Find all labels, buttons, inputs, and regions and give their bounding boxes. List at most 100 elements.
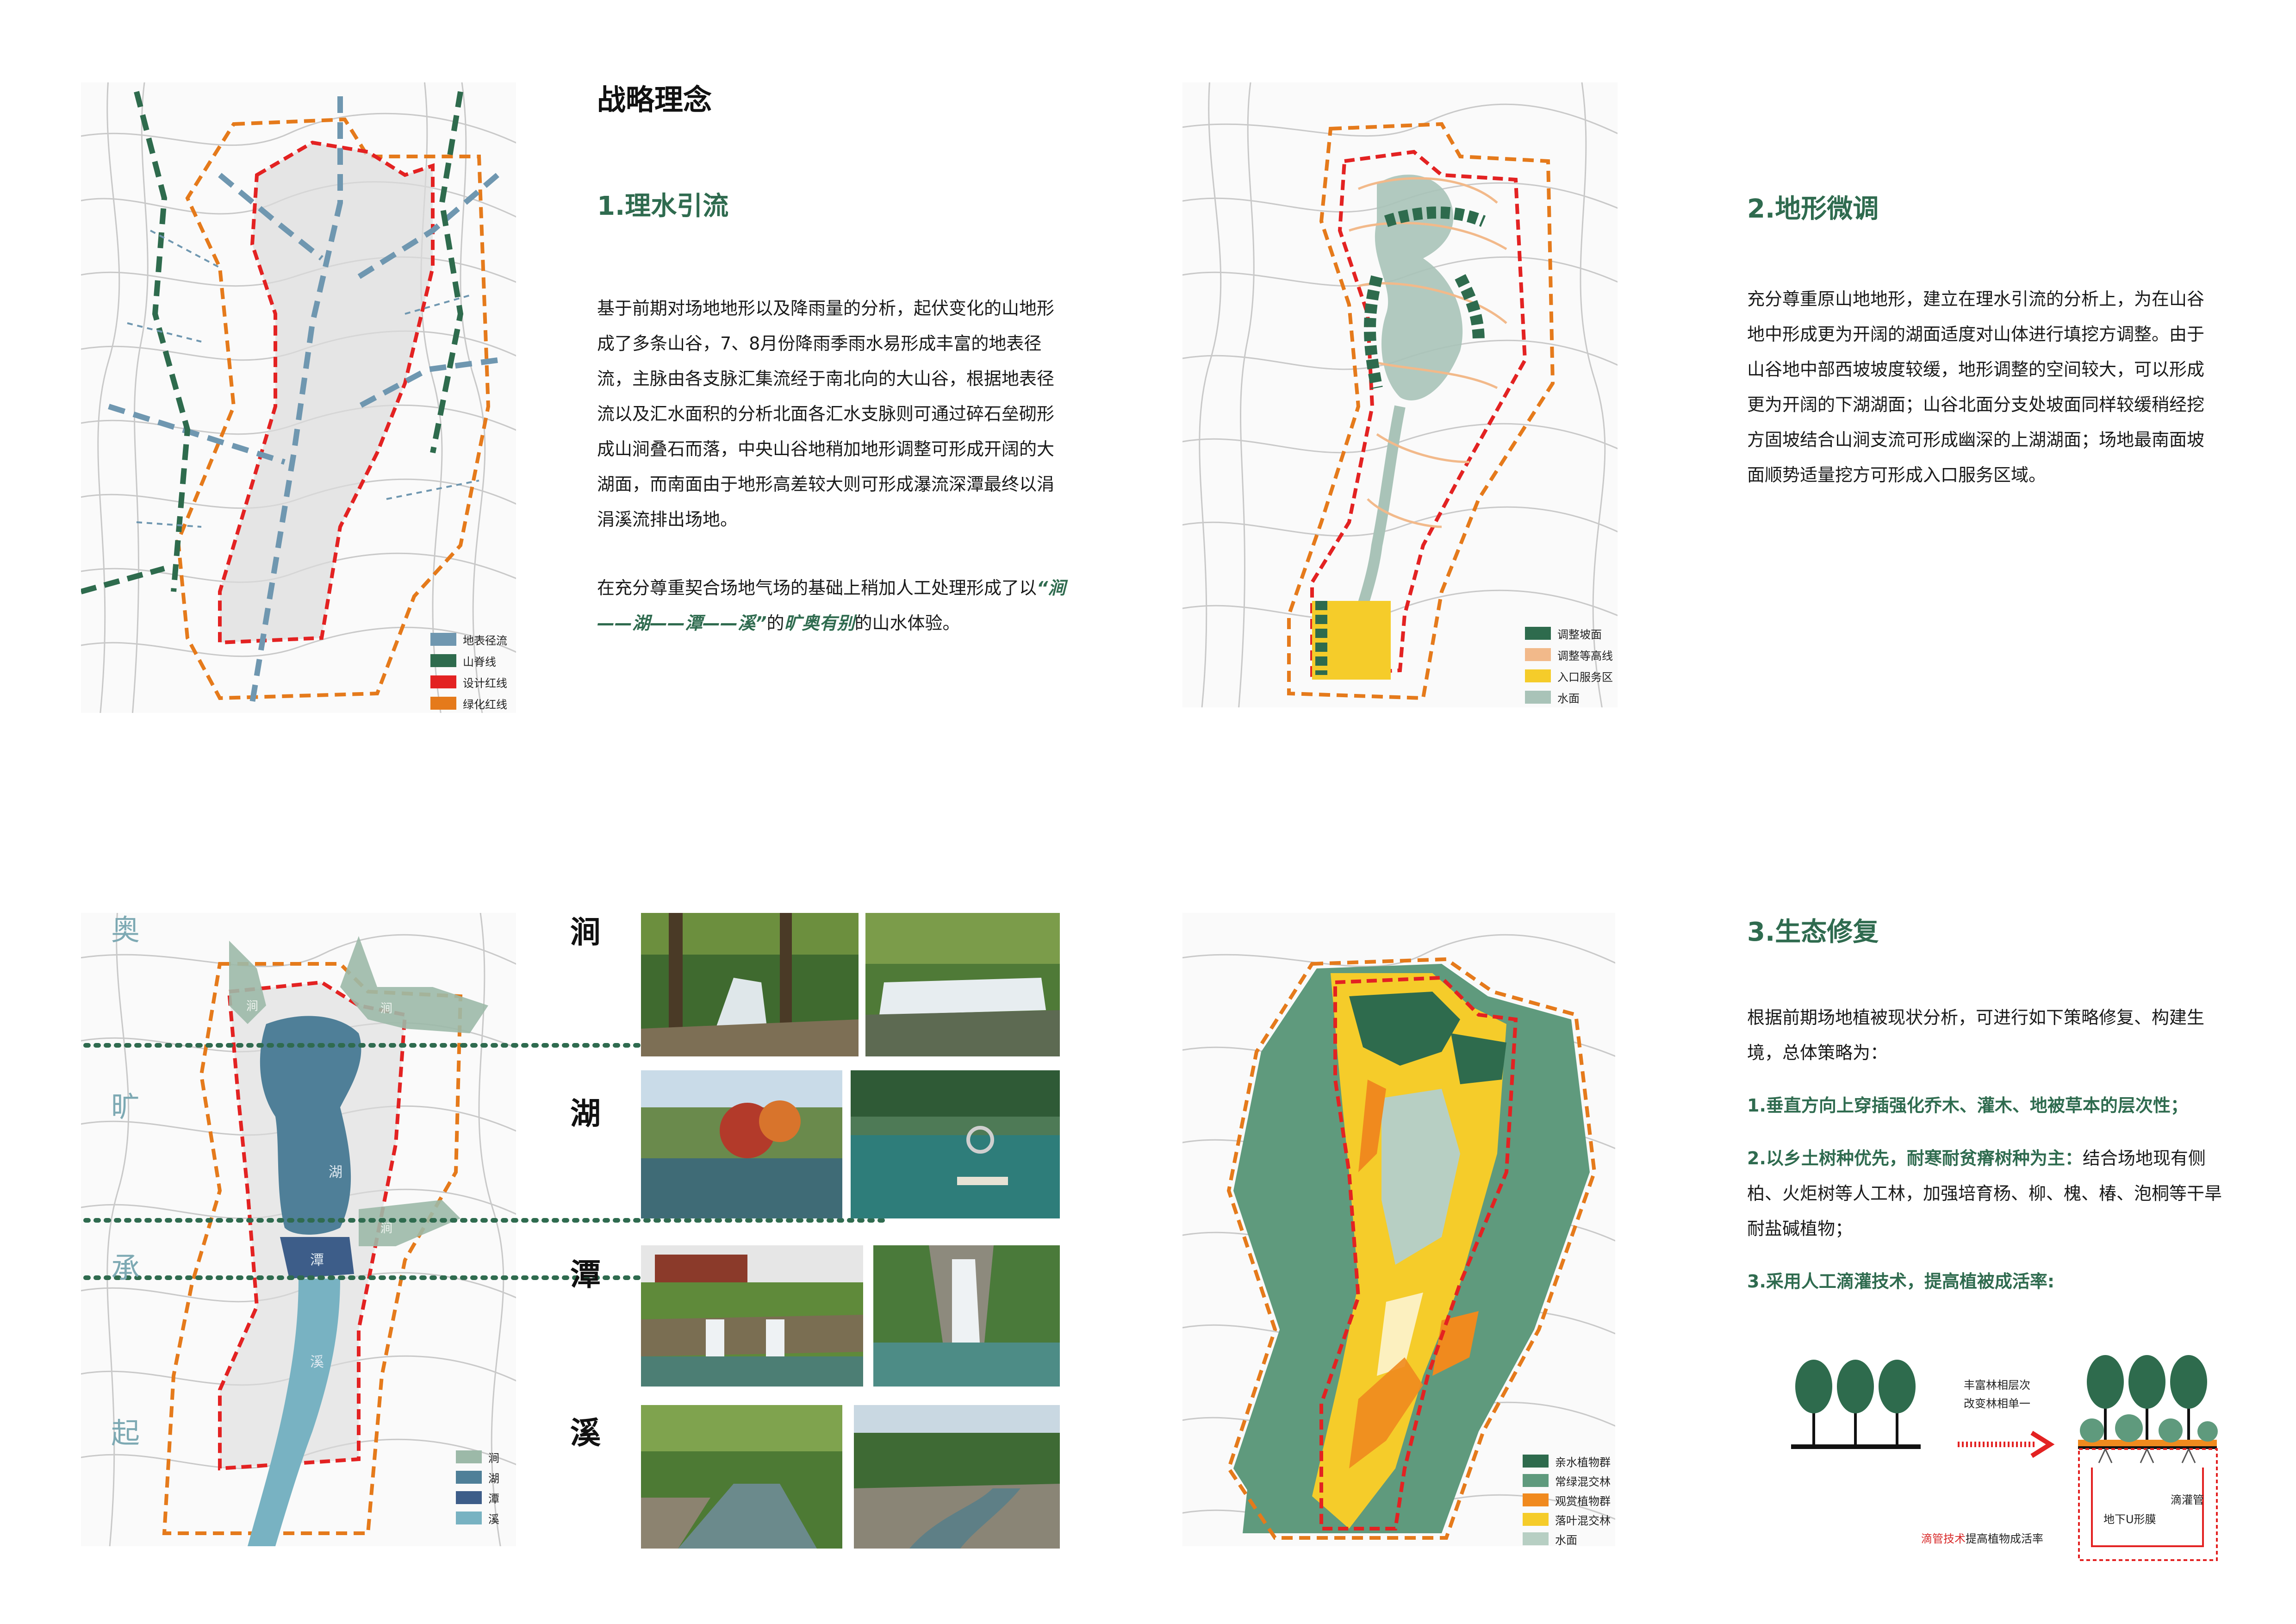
legend-water-sequence: 涧 湖 潭 溪 — [456, 1447, 499, 1528]
paragraph2-part: 在充分尊重契合场地气场的基础上稍加人工处理形成了以 — [597, 578, 1037, 598]
root-lines — [2098, 1449, 2196, 1463]
legend-swatch — [430, 633, 456, 646]
point2-rest: 结合场地现有侧柏、火炬树等人工林，加强培育杨、柳、槐、椿、泡桐等干旱耐盐碱植物； — [1747, 1148, 2222, 1239]
legend-swatch — [1525, 627, 1551, 640]
caption-red: 滴管技术 — [1921, 1532, 1966, 1545]
section1-title: 1.理水引流 — [597, 191, 729, 221]
label-lake: 湖 — [570, 1095, 601, 1131]
legend-item: 潭 — [456, 1487, 499, 1508]
section2-paragraph: 充分尊重原山地地形，建立在理水引流的分析上，为在山谷地中形成更为开阔的湖面适度对… — [1747, 289, 2205, 485]
legend-swatch — [430, 675, 456, 688]
legend-swatch — [1525, 669, 1551, 682]
map-water-sequence: 湖 潭 溪 涧 涧 涧 — [81, 913, 516, 1546]
legend-swatch — [456, 1512, 482, 1524]
legend-item: 涧 — [456, 1447, 499, 1467]
paragraph2-emphasis: “涧——湖——潭——溪” — [597, 578, 1066, 633]
legend-item: 调整等高线 — [1525, 644, 1613, 665]
legend-swatch — [1523, 1513, 1549, 1526]
label-gully: 涧 — [570, 914, 601, 950]
legend-label: 水面 — [1555, 1533, 1577, 1547]
legend-label: 水面 — [1557, 692, 1580, 705]
map-label-stream: 溪 — [310, 1354, 324, 1370]
u-membrane — [2091, 1468, 2204, 1547]
legend-label: 湖 — [488, 1472, 499, 1485]
legend-swatch — [1523, 1493, 1549, 1506]
arrow-head-icon — [2030, 1430, 2055, 1458]
legend-ecology: 亲水植物群 常绿混交林 观赏植物群 落叶混交林 水面 — [1523, 1451, 1611, 1549]
section3-point3: 3.采用人工滴灌技术，提高植被成活率: — [1747, 1271, 2055, 1292]
legend-item: 山脊线 — [430, 650, 507, 671]
legend-item: 溪 — [456, 1508, 499, 1528]
map-label-gully: 涧 — [246, 999, 258, 1013]
legend-water-flow: 地表径流 山脊线 设计红线 绿化红线 — [430, 629, 507, 714]
legend-swatch — [1523, 1455, 1549, 1468]
side-char-qi: 起 — [111, 1416, 140, 1450]
legend-item: 调整坡面 — [1525, 623, 1613, 644]
arrow-text-2: 改变林相单一 — [1964, 1397, 2030, 1410]
photo-stream-park — [641, 1405, 842, 1549]
paragraph2-part: 的 — [766, 613, 784, 633]
label-pool: 潭 — [570, 1256, 601, 1293]
photo-gully-falls — [865, 913, 1060, 1056]
legend-terrain: 调整坡面 调整等高线 入口服务区 水面 — [1525, 623, 1613, 708]
paragraph2-emphasis: 旷奥有别 — [784, 613, 855, 633]
map-label-pool: 潭 — [310, 1252, 324, 1268]
legend-label: 调整坡面 — [1557, 628, 1602, 641]
legend-item: 水面 — [1523, 1529, 1611, 1549]
legend-label: 涧 — [488, 1451, 499, 1465]
section1-paragraph2: 在充分尊重契合场地气场的基础上稍加人工处理形成了以“涧——湖——潭——溪”的旷奥… — [597, 570, 1069, 641]
page-title: 战略理念 — [597, 83, 712, 117]
diagram-caption: 滴管技术提高植物成活率 — [1921, 1532, 2043, 1545]
terrain-map-graphic — [1182, 82, 1618, 707]
map-label-gully: 涧 — [380, 1002, 392, 1016]
map-ecology — [1182, 913, 1615, 1546]
side-char-ao: 奥 — [111, 913, 140, 947]
label-stream: 溪 — [570, 1415, 601, 1451]
side-char-kuang: 旷 — [111, 1090, 140, 1124]
photo-lake-autumn — [641, 1070, 842, 1218]
map-label-gully: 涧 — [380, 1222, 392, 1236]
legend-item: 设计红线 — [430, 671, 507, 693]
water-sequence-map-graphic: 湖 潭 溪 涧 涧 涧 — [81, 913, 516, 1546]
section2-title: 2.地形微调 — [1747, 194, 1879, 224]
caption-rest: 提高植物成活率 — [1966, 1532, 2043, 1545]
photo-stream-rocks — [854, 1405, 1060, 1549]
legend-item: 亲水植物群 — [1523, 1451, 1611, 1471]
photo-gully-cascade — [641, 913, 859, 1056]
water-flow-map-graphic — [81, 82, 516, 713]
legend-label: 常绿混交林 — [1555, 1475, 1611, 1488]
legend-label: 亲水植物群 — [1555, 1455, 1611, 1469]
arrow-text-1: 丰富林相层次 — [1964, 1379, 2030, 1392]
legend-label: 绿化红线 — [463, 698, 507, 711]
legend-label: 设计红线 — [463, 676, 507, 690]
legend-label: 潭 — [488, 1492, 499, 1505]
legend-label: 调整等高线 — [1557, 649, 1613, 662]
legend-item: 绿化红线 — [430, 693, 507, 714]
photo-pool-terraces — [641, 1245, 863, 1387]
section3-intro: 根据前期场地植被现状分析，可进行如下策略修复、构建生境，总体策略为： — [1747, 1007, 2205, 1063]
section1-paragraph1: 基于前期对场地地形以及降雨量的分析，起伏变化的山地形成了多条山谷，7、8月份降雨… — [597, 298, 1055, 530]
tree-group-after — [2078, 1355, 2218, 1449]
legend-swatch — [456, 1491, 482, 1504]
legend-label: 入口服务区 — [1557, 670, 1613, 684]
legend-swatch — [1525, 691, 1551, 704]
ecology-map-graphic — [1182, 934, 1615, 1540]
photo-lake-boat — [851, 1070, 1060, 1218]
point2-strong: 2.以乡土树种优先，耐寒耐贫瘠树种为主： — [1747, 1148, 2083, 1168]
map-terrain — [1182, 82, 1618, 707]
legend-swatch — [430, 654, 456, 667]
section3-body: 根据前期场地植被现状分析，可进行如下策略修复、构建生境，总体策略为： 1.垂直方… — [1747, 1000, 2238, 1299]
map-label-lake: 湖 — [329, 1164, 342, 1181]
legend-item: 湖 — [456, 1467, 499, 1487]
section1-body: 基于前期对场地地形以及降雨量的分析，起伏变化的山地形成了多条山谷，7、8月份降雨… — [597, 291, 1069, 641]
legend-item: 水面 — [1525, 687, 1613, 708]
legend-swatch — [456, 1450, 482, 1463]
pipe-label: 滴灌管 — [2171, 1493, 2204, 1506]
map-water-flow — [81, 82, 516, 713]
legend-swatch — [1523, 1474, 1549, 1487]
irrigation-zone — [2078, 1448, 2218, 1561]
legend-label: 观赏植物群 — [1555, 1494, 1611, 1508]
legend-label: 地表径流 — [463, 634, 507, 647]
section3-point2: 2.以乡土树种优先，耐寒耐贫瘠树种为主：结合场地现有侧柏、火炬树等人工林，加强培… — [1747, 1141, 2238, 1246]
legend-swatch — [1523, 1532, 1549, 1545]
